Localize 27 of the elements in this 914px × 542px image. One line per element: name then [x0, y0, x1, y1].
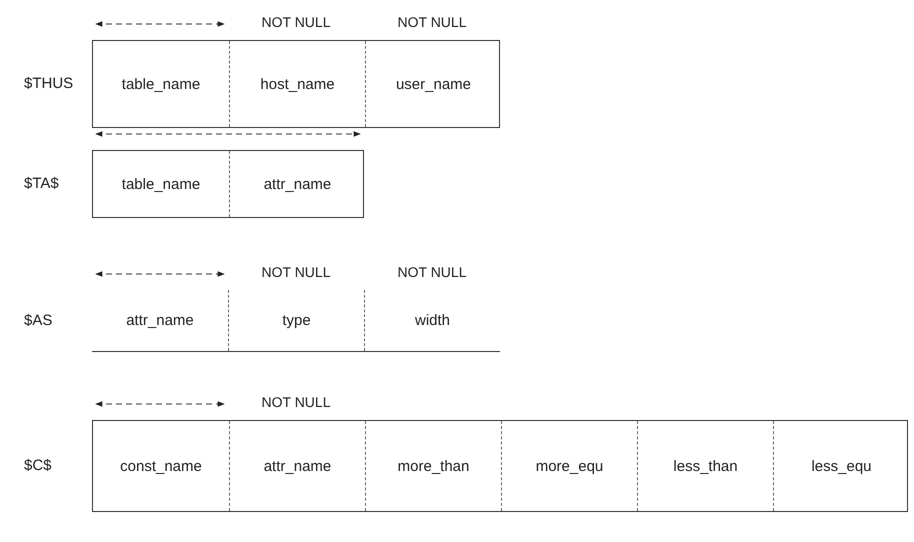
column-name: less_equ	[773, 421, 909, 511]
table-name: $THUS	[24, 75, 74, 92]
column-name: const_name	[119, 456, 203, 476]
column-name: width	[364, 290, 500, 351]
table-row	[92, 150, 364, 218]
column-name: user_name	[365, 41, 501, 127]
column-name: attr_name	[229, 421, 365, 511]
column-name: table_name	[120, 174, 202, 194]
table-row	[92, 420, 908, 512]
table-row	[92, 40, 500, 128]
column-name: host_name	[229, 41, 365, 127]
column-name: attr_name	[229, 151, 365, 217]
table-row	[92, 290, 500, 352]
constraint-label: NOT NULL	[260, 394, 332, 410]
column-name: more_than	[365, 421, 501, 511]
column-name: attr_name	[125, 311, 195, 331]
constraint-label: NOT NULL	[260, 264, 332, 280]
table-name: $TA$	[24, 175, 59, 192]
constraint-label: NOT NULL	[396, 264, 468, 280]
constraint-label: NOT NULL	[260, 14, 332, 30]
constraint-label: NOT NULL	[396, 14, 468, 30]
column-name: more_equ	[501, 421, 637, 511]
table-name: $AS	[24, 312, 52, 329]
table-name: $C$	[24, 457, 52, 474]
column-name: table_name	[120, 74, 202, 94]
column-name: less_than	[637, 421, 773, 511]
column-name: type	[228, 290, 364, 351]
